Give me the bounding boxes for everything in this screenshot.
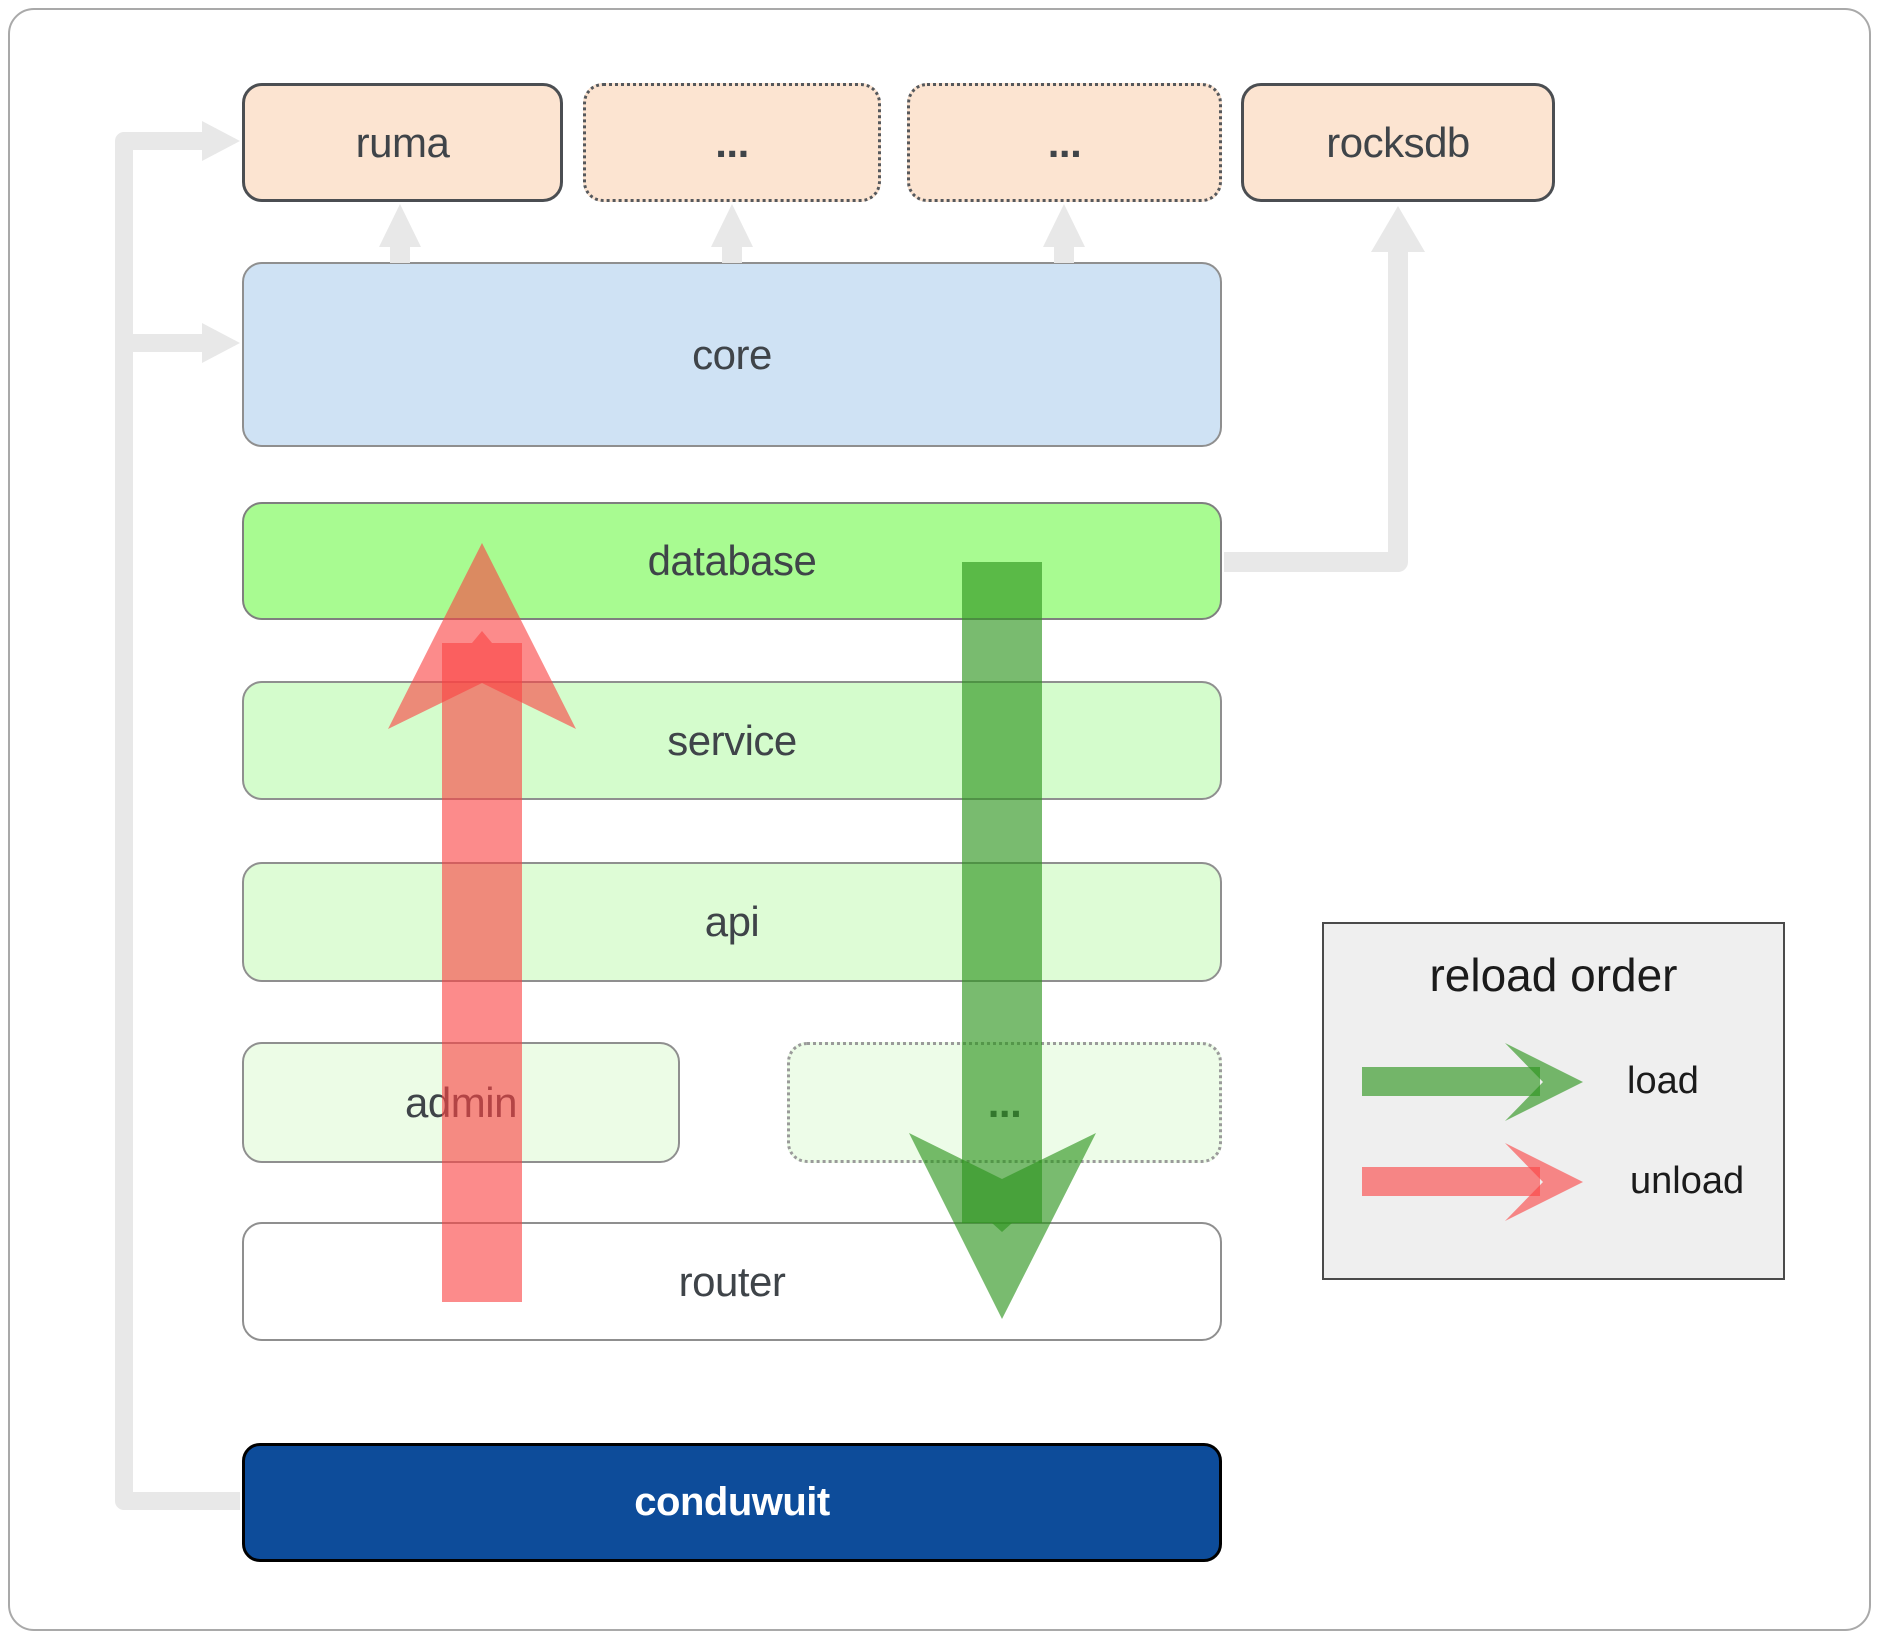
node-rocksdb-label: rocksdb [1326,118,1470,166]
node-api-label: api [704,898,760,945]
node-ruma-label: ruma [355,118,450,166]
node-ruma: ruma [242,83,563,202]
legend-unload-label: unload [1630,1160,1745,1202]
node-ellipsis-3-label: ... [987,1078,1022,1126]
outer-frame [8,8,1871,1631]
node-api: api [242,862,1222,982]
node-router-label: router [678,1257,786,1305]
node-service: service [242,681,1222,800]
node-ellipsis-2: ... [907,83,1222,202]
node-ellipsis-3: ... [787,1042,1222,1163]
node-conduwuit: conduwuit [242,1443,1222,1562]
legend-load-label: load [1627,1060,1699,1102]
node-admin-label: admin [405,1078,517,1126]
node-ellipsis-2-label: ... [1047,118,1082,166]
node-rocksdb: rocksdb [1241,83,1555,202]
legend-title: reload order [1429,949,1678,1001]
node-admin: admin [242,1042,680,1163]
node-service-label: service [667,716,797,764]
node-core-label: core [692,330,772,378]
node-ellipsis-1: ... [583,83,881,202]
node-conduwuit-label: conduwuit [634,1480,830,1524]
node-database: database [242,502,1222,620]
node-database-label: database [647,537,817,584]
node-router: router [242,1222,1222,1341]
node-ellipsis-1-label: ... [715,118,749,166]
node-core: core [242,262,1222,447]
